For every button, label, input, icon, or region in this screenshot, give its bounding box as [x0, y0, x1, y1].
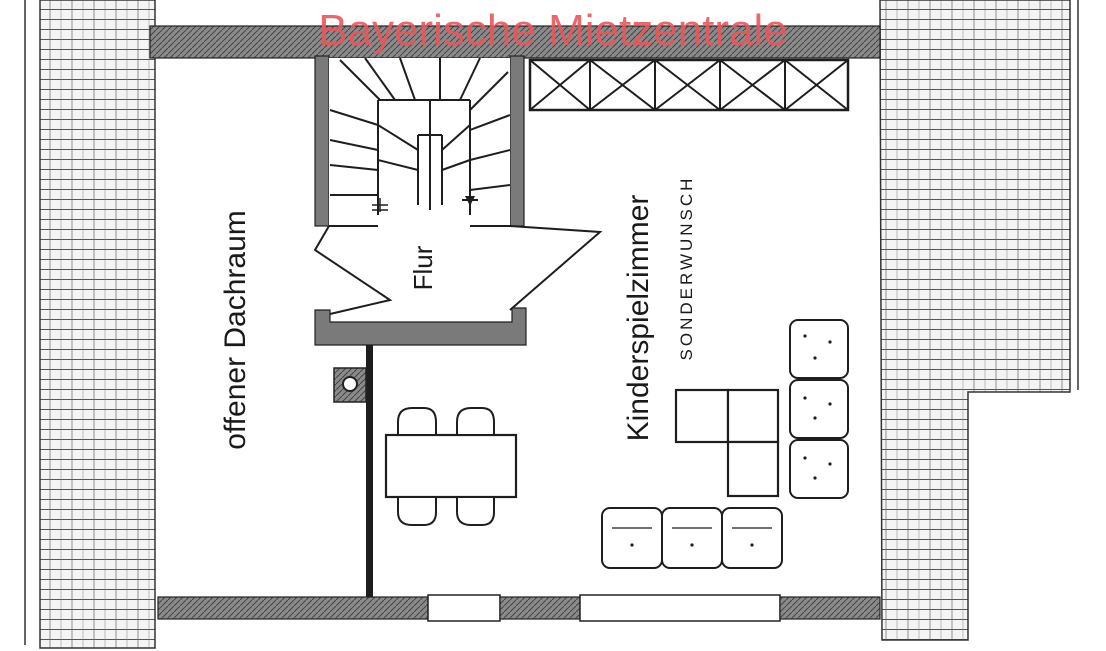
bottom-wall-mid	[499, 596, 581, 620]
stair-wall-right	[509, 55, 525, 227]
watermark-text: Bayerische Mietzentrale	[318, 6, 788, 55]
window-bottom-2	[579, 594, 781, 622]
roof-window-top	[528, 58, 850, 112]
dining-set	[384, 407, 518, 526]
play-blocks	[674, 388, 780, 498]
attic-label: offener Dachraum	[219, 210, 252, 450]
partition-wall	[366, 345, 373, 597]
stair-wall-left	[314, 55, 330, 227]
left-roof-slope	[39, 0, 156, 649]
window-bottom-1	[427, 594, 501, 622]
playroom-note: SONDERWUNSCH	[677, 176, 696, 361]
hall-label: Flur	[408, 245, 438, 290]
bottom-wall-left	[157, 596, 429, 620]
hall-outline	[313, 225, 603, 315]
staircase	[329, 57, 511, 226]
right-roof-slope	[879, 0, 1071, 641]
top-wall	[149, 25, 881, 59]
sofa-vertical	[789, 319, 849, 499]
hall-bottom-wall	[314, 307, 527, 346]
bottom-wall-right	[779, 596, 881, 620]
chimney	[333, 367, 367, 403]
sofa-horizontal	[601, 507, 783, 569]
playroom-label: Kinderspielzimmer	[622, 195, 655, 442]
